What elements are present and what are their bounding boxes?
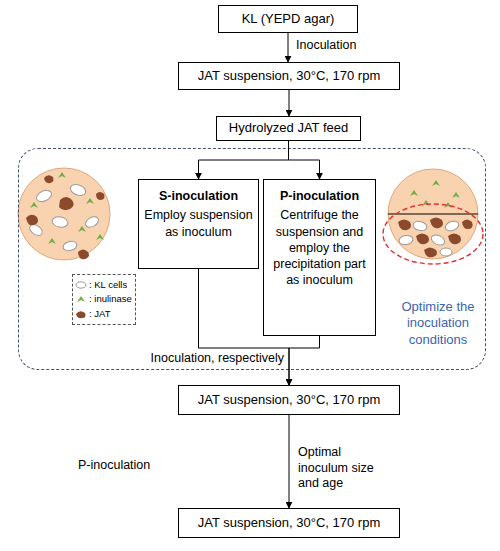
legend-symbol <box>75 309 87 319</box>
box-text: JAT suspension, 30°C, 170 rpm <box>198 392 380 408</box>
method-box: S-inoculationEmploy suspension as inocul… <box>138 179 259 269</box>
legend-text: : inulinase <box>89 292 132 306</box>
box-text: KL (YEPD agar) <box>242 11 335 27</box>
box-text: Optimize the inoculation conditions <box>389 299 487 348</box>
box-heading: P-inoculation <box>280 188 359 204</box>
legend-text: : KL cells <box>89 278 127 292</box>
legend-box: : KL cells: inulinase: JAT <box>72 274 136 325</box>
legend-symbol <box>75 280 87 290</box>
legend-row: : JAT <box>75 307 133 321</box>
box-heading: S-inoculation <box>159 188 238 204</box>
feed-box: Hydrolyzed JAT feed <box>216 116 361 141</box>
edge-label: Optimal inoculum size and age <box>298 445 394 492</box>
flow-arrow <box>289 336 320 385</box>
flow-arrow <box>289 90 290 116</box>
legend-symbol <box>75 294 87 304</box>
flow-arrow <box>199 141 289 179</box>
box-text: Employ suspension as inoculum <box>143 207 254 240</box>
optimization-band: Optimize the inoculation conditions S-ino… <box>18 148 486 370</box>
process-box: JAT suspension, 30°C, 170 rpm <box>178 508 400 538</box>
edge-label: Inoculation <box>296 38 396 54</box>
suspension-circle <box>18 168 110 260</box>
legend-row: : inulinase <box>75 292 133 306</box>
box-text: Hydrolyzed JAT feed <box>229 120 348 136</box>
process-box: JAT suspension, 30°C, 170 rpm <box>178 385 400 415</box>
flow-arrow <box>289 141 320 179</box>
legend-text: : JAT <box>89 307 110 321</box>
flow-arrow <box>288 33 289 62</box>
legend-row: : KL cells <box>75 278 133 292</box>
box-text: JAT suspension, 30°C, 170 rpm <box>198 515 380 531</box>
box-text: JAT suspension, 30°C, 170 rpm <box>198 68 380 84</box>
note-label: P-inoculation <box>78 458 150 474</box>
box-text: Centrifuge the suspension and employ the… <box>268 207 371 288</box>
process-box: JAT suspension, 30°C, 170 rpm <box>178 62 400 90</box>
source-box: KL (YEPD agar) <box>218 5 358 33</box>
method-box: P-inoculationCentrifuge the suspension a… <box>263 179 376 336</box>
edge-label: Inoculation, respectively <box>140 351 284 367</box>
centrifuged-circle <box>383 169 483 264</box>
flow-arrow <box>289 415 290 508</box>
